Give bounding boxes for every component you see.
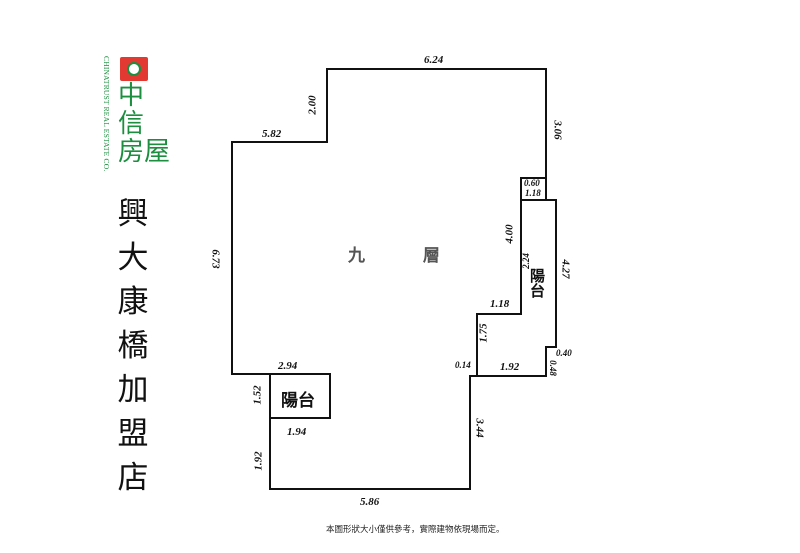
balcony-right-label: 陽台 <box>528 268 546 298</box>
store-name-char: 橋 <box>117 328 149 364</box>
floor-label: 九 層 <box>348 246 466 266</box>
dim-corner-small: 0.14 <box>455 360 471 370</box>
right-balcony-outline <box>477 199 557 377</box>
logo-chinese-text: 中 信 房屋 <box>118 82 184 166</box>
dim-balcony-side: 1.52 <box>251 385 264 405</box>
store-name-char: 興 <box>117 196 149 232</box>
dim-step-vertical: 1.75 <box>477 323 490 343</box>
dim-balcony-top: 2.94 <box>278 360 298 372</box>
small-box <box>521 177 547 201</box>
dim-right-lower-vertical: 3.44 <box>473 418 486 438</box>
dim-upper-left-horizontal: 5.82 <box>262 128 282 140</box>
dim-left-lower-vertical: 1.92 <box>252 451 265 471</box>
dim-bottom: 5.86 <box>360 496 380 508</box>
logo-english-text: CHINATRUST REAL ESTATE CO. <box>102 56 111 172</box>
store-name-char: 康 <box>117 284 149 320</box>
dim-step-horizontal: 1.18 <box>490 298 510 310</box>
company-logo: CHINATRUST REAL ESTATE CO. 中 信 房屋 <box>100 52 190 172</box>
logo-zh-line2: 信 <box>118 109 145 139</box>
dim-small-box-bottom: 1.18 <box>525 188 541 198</box>
store-name-char: 盟 <box>117 416 149 452</box>
disclaimer-note: 本圖形狀大小僅供參考，實際建物依現場而定。 <box>326 525 505 535</box>
logo-mark-icon <box>120 57 148 81</box>
left-balcony-outline <box>269 373 331 419</box>
dim-balcony-bottom: 1.94 <box>287 426 307 438</box>
store-name-char: 大 <box>117 240 149 276</box>
dim-right-top-vertical: 3.06 <box>551 120 564 140</box>
store-name-char: 加 <box>117 372 149 408</box>
balcony-left-label: 陽台 <box>281 391 315 411</box>
store-name-char: 店 <box>117 460 149 496</box>
dim-right-inner-vertical: 4.00 <box>503 224 516 244</box>
dim-left-vertical: 6.73 <box>209 249 222 269</box>
logo-zh-line1: 中 <box>118 81 145 111</box>
dim-lower-horizontal: 1.92 <box>500 361 520 373</box>
dim-top: 6.24 <box>424 54 444 66</box>
dim-notch-small: 0.40 <box>556 348 572 358</box>
store-name: 興 大 康 橋 加 盟 店 <box>113 192 153 500</box>
dim-notch-vertical: 0.48 <box>547 360 558 376</box>
dim-upper-left-vertical: 2.00 <box>306 95 319 115</box>
dim-right-outer-vertical: 4.27 <box>559 259 572 279</box>
dim-right-balcony-inner: 2.24 <box>520 253 531 269</box>
logo-zh-line3: 房屋 <box>118 137 171 167</box>
dim-small-box-top: 0.60 <box>524 178 540 188</box>
